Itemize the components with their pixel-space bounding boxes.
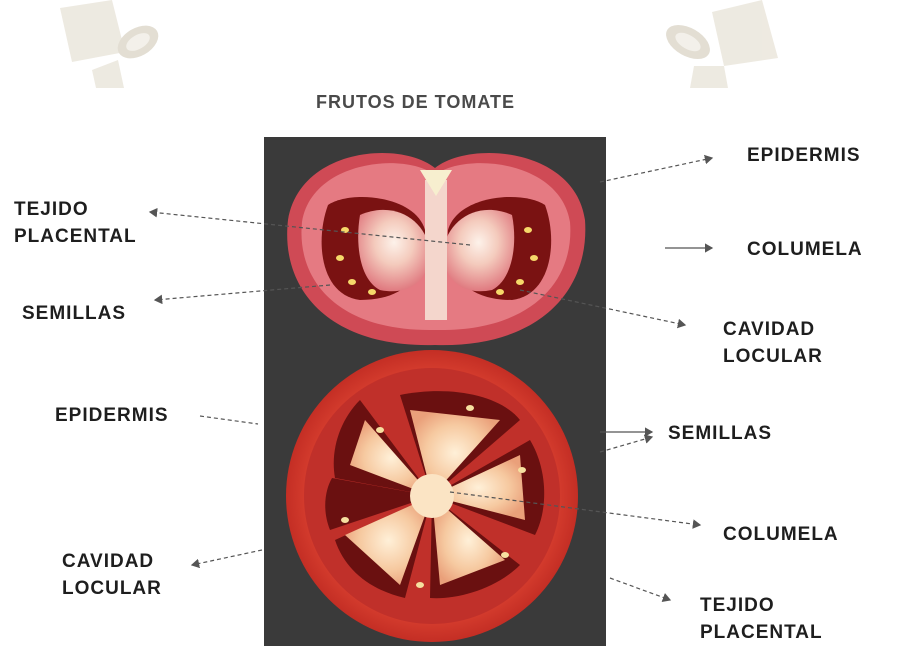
label-epidermis-top: EPIDERMIS <box>747 142 861 169</box>
label-columela-bottom: COLUMELA <box>723 521 839 548</box>
label-epidermis-bottom: EPIDERMIS <box>55 402 169 429</box>
watermark-left-icon <box>60 0 164 88</box>
label-semillas-bottom: SEMILLAS <box>668 420 772 447</box>
leader-tejido-placental-bottom <box>610 578 670 600</box>
label-semillas-top: SEMILLAS <box>22 300 126 327</box>
leader-cavidad-locular-bottom <box>192 550 262 565</box>
watermark-right-icon <box>660 0 778 88</box>
label-cavidad-locular-bottom: CAVIDAD LOCULAR <box>62 548 162 602</box>
label-columela-top: COLUMELA <box>747 236 863 263</box>
label-cavidad-locular-top: CAVIDAD LOCULAR <box>723 316 823 370</box>
tomato-longitudinal-section <box>287 153 585 345</box>
diagram-title: FRUTOS DE TOMATE <box>316 92 515 113</box>
label-tejido-placental-top: TEJIDO PLACENTAL <box>14 196 137 250</box>
label-tejido-placental-bottom: TEJIDO PLACENTAL <box>700 592 823 646</box>
leader-epidermis-bottom <box>200 416 258 424</box>
leader-semillas-bottom-2 <box>600 437 652 452</box>
tomato-transverse-section <box>286 350 578 642</box>
leader-epidermis-top <box>600 158 712 182</box>
